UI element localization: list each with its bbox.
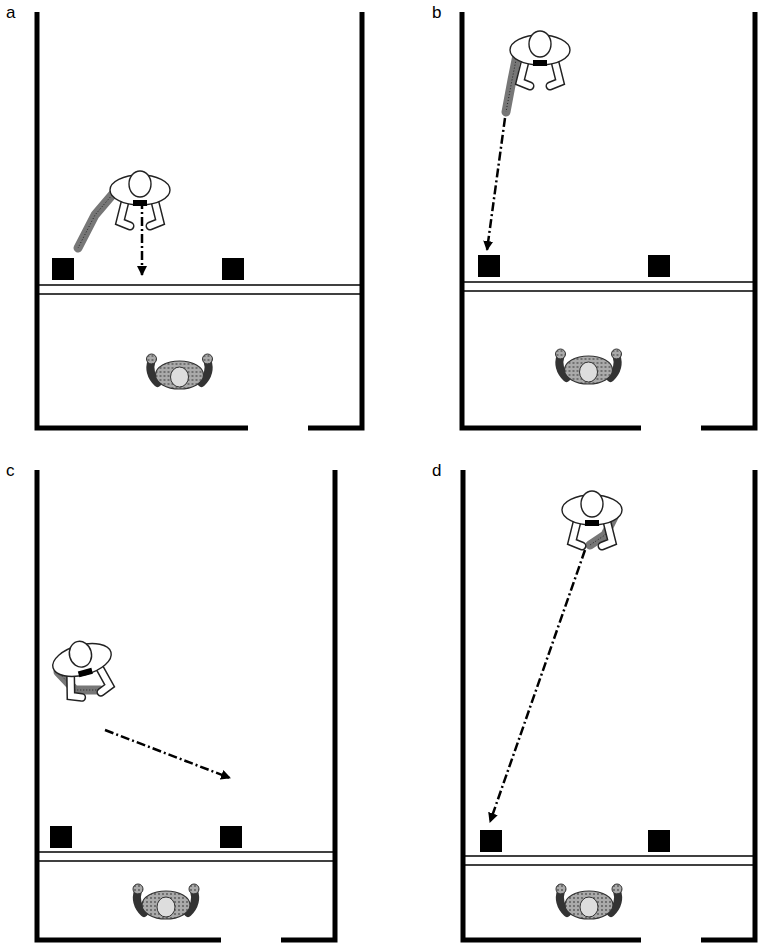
direction-arrow (141, 200, 144, 275)
human-figure (562, 491, 622, 546)
ape-figure (133, 884, 199, 919)
enclosure-wall (701, 12, 755, 428)
enclosure-wall (37, 12, 248, 428)
mesh-partition (462, 290, 755, 292)
container (50, 826, 72, 848)
container (648, 255, 670, 277)
panel (37, 470, 335, 940)
pointing-arm (78, 188, 118, 248)
container (478, 255, 500, 277)
direction-arrow (487, 118, 505, 250)
container (52, 258, 74, 280)
container (480, 830, 502, 852)
mesh-partition (37, 851, 335, 853)
mesh-partition (463, 855, 755, 857)
enclosure-wall (463, 470, 641, 940)
enclosure-wall (701, 470, 755, 940)
container (222, 258, 244, 280)
human-figure (510, 31, 570, 86)
panel-letter: d (432, 462, 441, 479)
enclosure-wall (37, 470, 221, 940)
human-figure (110, 171, 170, 226)
ape-figure (556, 884, 622, 919)
panel (463, 470, 755, 940)
panel-letter: a (6, 4, 15, 21)
panel (462, 12, 755, 428)
enclosure-wall (281, 470, 335, 940)
mesh-partition (462, 281, 755, 283)
panel (37, 12, 362, 428)
human-figure (48, 634, 120, 703)
container (220, 826, 242, 848)
mesh-partition (37, 860, 335, 862)
container (648, 830, 670, 852)
enclosure-wall (462, 12, 641, 428)
mesh-partition (37, 293, 362, 295)
direction-arrow (105, 730, 230, 778)
ape-figure (147, 354, 213, 389)
mesh-partition (463, 864, 755, 866)
direction-arrow (490, 550, 585, 822)
ape-figure (556, 349, 622, 384)
enclosure-wall (308, 12, 362, 428)
mesh-partition (37, 284, 362, 286)
panel-letter: c (6, 462, 15, 479)
panel-letter: b (432, 4, 441, 21)
